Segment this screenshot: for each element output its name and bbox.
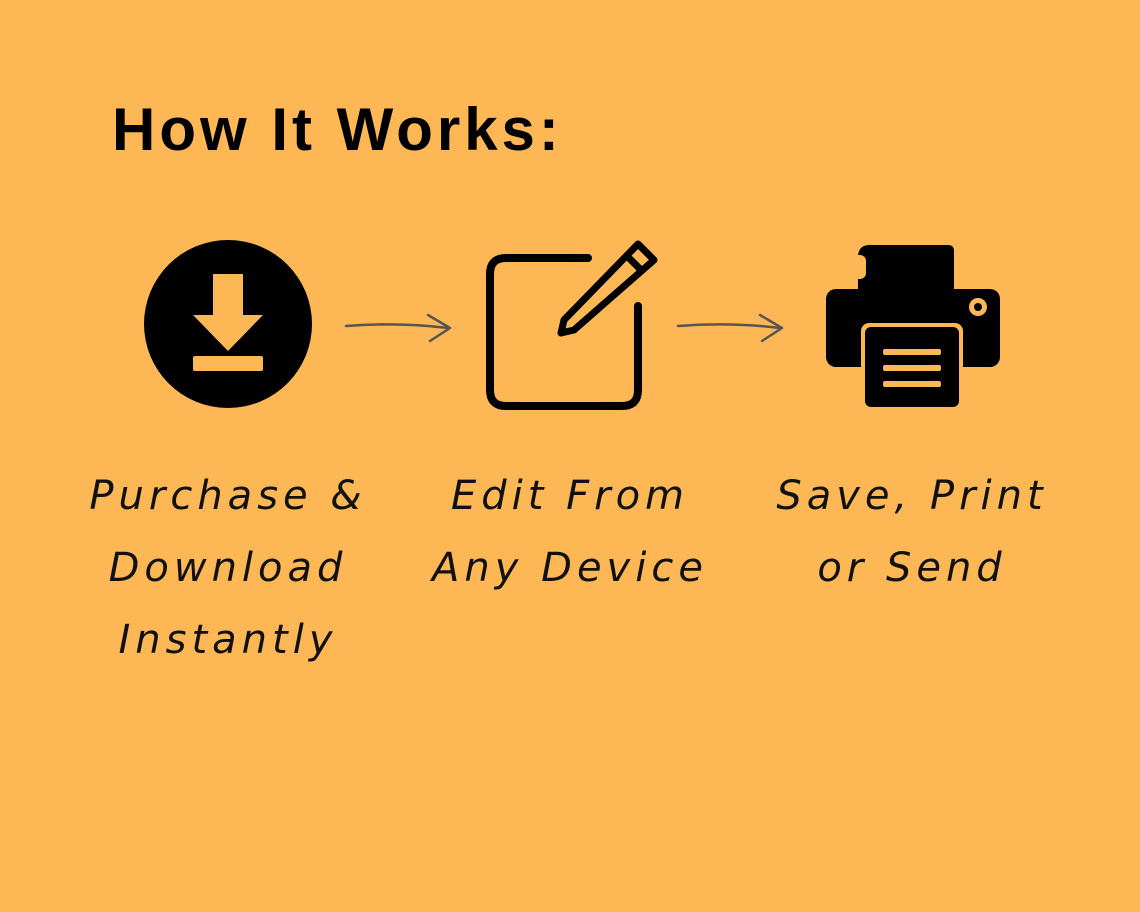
- edit-icon: [486, 240, 658, 410]
- step-label-download: Purchase & Download Instantly: [89, 473, 367, 663]
- step-label-print: Save, Print or Send: [776, 473, 1048, 591]
- arrow-right-icon: [676, 313, 784, 343]
- arrow-right-icon: [344, 313, 452, 343]
- printer-icon: [826, 245, 1000, 409]
- step-label-edit: Edit From Any Device: [432, 473, 708, 591]
- page-title: How It Works:: [112, 96, 563, 163]
- download-icon: [144, 240, 312, 408]
